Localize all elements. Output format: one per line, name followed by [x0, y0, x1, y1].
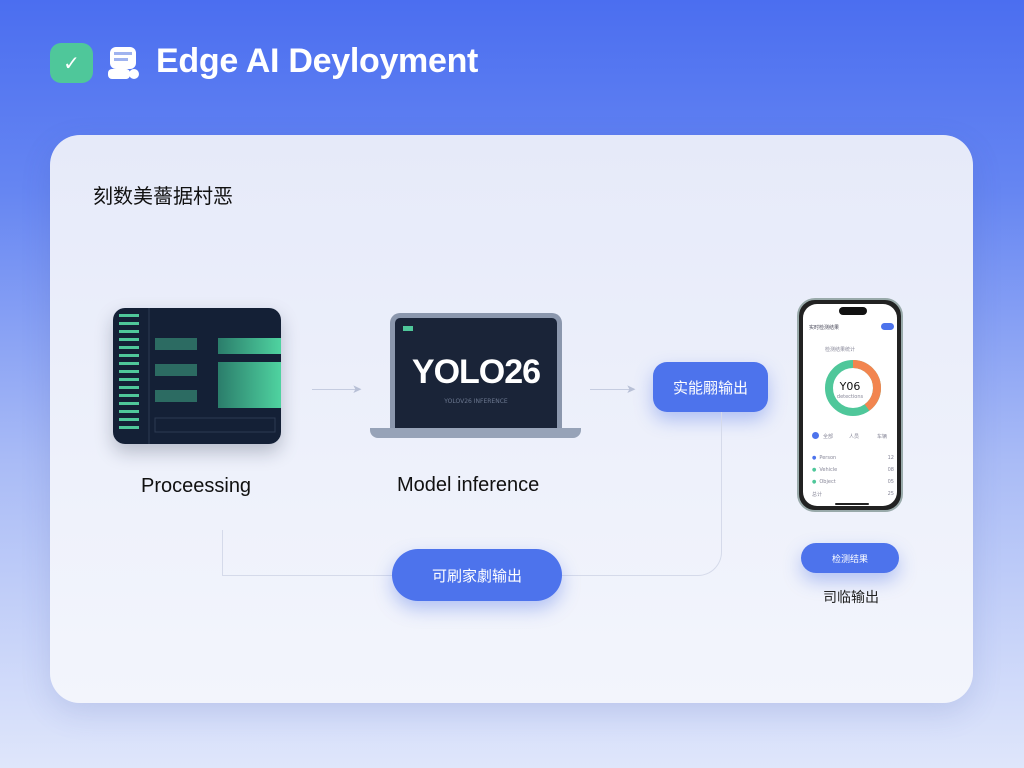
phone-caption: 司临输出	[823, 590, 879, 606]
laptop-screen: YOLO26 YOLOV26 INFERENCE	[390, 313, 562, 431]
phone-subheader: 检测结果统计	[825, 347, 856, 353]
phone-tab-1[interactable]: 人员	[849, 434, 860, 440]
processing-label: Proceessing	[141, 475, 252, 497]
dynamic-island	[839, 307, 867, 315]
home-indicator	[835, 503, 869, 505]
tab-active-dot	[812, 432, 819, 439]
app-title: Edge AI Deyloyment	[156, 42, 479, 80]
donut-label: Y06	[839, 380, 861, 393]
laptop-base	[370, 428, 581, 438]
model-inference-label: Model inference	[397, 474, 540, 496]
phone-menu-button[interactable]	[881, 323, 894, 330]
donut-chart	[825, 360, 881, 416]
phone-header: 实时检测结果	[809, 325, 840, 331]
realtime-output-button[interactable]: 实能翢输出	[653, 362, 768, 412]
robot-icon	[108, 47, 139, 79]
processing-panel	[113, 308, 281, 444]
section-title: 刻数美薔据村恶	[93, 184, 233, 208]
model-subtitle: YOLOV26 INFERENCE	[444, 398, 508, 405]
model-name: YOLO26	[411, 353, 541, 391]
check-logo-icon: ✓	[50, 43, 93, 83]
phone-tab-2[interactable]: 车辆	[877, 434, 888, 440]
connector-right	[562, 412, 722, 576]
detection-result-button[interactable]: 检测结果	[801, 543, 899, 573]
arrow-head-icon: ➤	[626, 382, 637, 396]
phone-tab-0[interactable]: 全部	[823, 434, 834, 440]
data-grid-graphic	[119, 308, 281, 444]
arrow-2	[590, 389, 632, 390]
donut-sublabel: detections	[836, 394, 864, 400]
connector-left	[222, 530, 392, 576]
donut-segment-orange	[825, 360, 881, 416]
visual-output-button[interactable]: 可刷家劇输出	[392, 549, 562, 601]
arrow-1	[312, 389, 357, 390]
arrow-head-icon: ➤	[352, 382, 363, 396]
phone-mockup: 实时检测结果 检测结果统计 Y06 detections 全部 人员 车辆 ●P…	[797, 298, 903, 512]
status-bars-icon	[403, 326, 413, 331]
